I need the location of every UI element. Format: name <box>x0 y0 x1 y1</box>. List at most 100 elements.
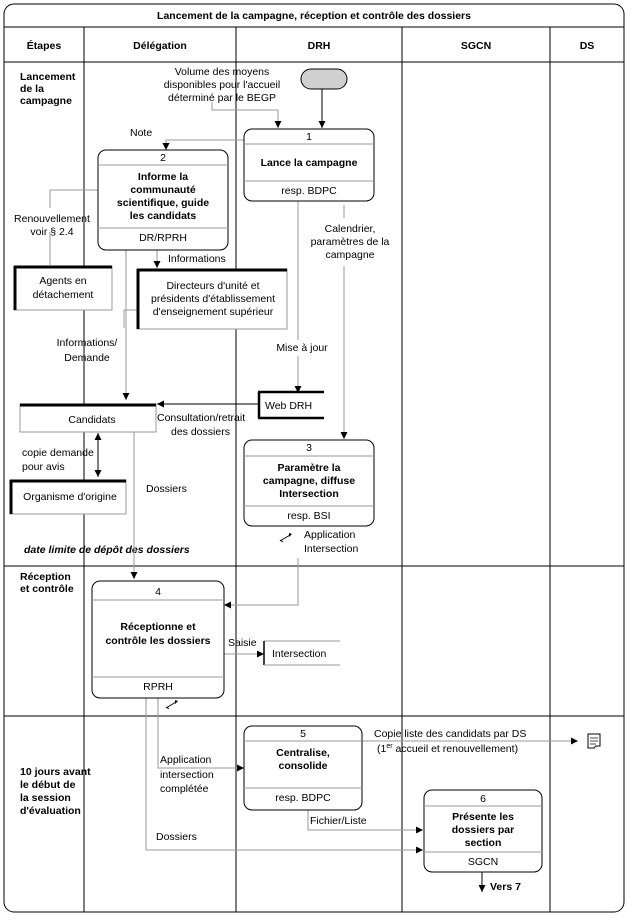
pen-icon <box>279 533 292 543</box>
svg-text:campagne: campagne <box>20 95 72 107</box>
step-number: 1 <box>306 131 312 143</box>
step-2-box: 2 Informe la communauté scientifique, gu… <box>97 149 229 251</box>
svg-text:Application: Application <box>304 529 356 541</box>
step-number: 5 <box>300 728 306 740</box>
step-responsible: SGCN <box>468 856 498 868</box>
start-terminal <box>300 68 348 90</box>
label-note: Note <box>130 127 152 139</box>
column-header-sgcn: SGCN <box>461 40 491 52</box>
svg-text:Web DRH: Web DRH <box>265 400 312 412</box>
svg-text:Intersection: Intersection <box>304 543 358 555</box>
svg-text:consolide: consolide <box>278 760 327 772</box>
label-volume-moyens: Volume des moyens disponibles pour l'acc… <box>164 66 280 104</box>
svg-text:de la: de la <box>20 83 44 95</box>
step-responsible: resp. BDPC <box>275 792 331 804</box>
step-6-box: 6 Présente les dossiers par section SGCN <box>423 789 543 873</box>
svg-text:Calendrier,: Calendrier, <box>325 223 376 235</box>
svg-text:présidents d'établissement: présidents d'établissement <box>151 293 275 305</box>
svg-text:Lancement: Lancement <box>20 71 76 83</box>
svg-text:les candidats: les candidats <box>130 210 197 222</box>
svg-text:d'enseignement supérieur: d'enseignement supérieur <box>153 306 274 318</box>
svg-text:Intersection: Intersection <box>279 488 339 500</box>
svg-text:Réception: Réception <box>20 571 71 583</box>
step-responsible: resp. BSI <box>287 510 330 522</box>
svg-text:intersection: intersection <box>160 769 214 781</box>
svg-text:Copie liste des candidats par: Copie liste des candidats par DS <box>374 728 526 740</box>
svg-text:communauté: communauté <box>130 184 196 196</box>
svg-text:campagne: campagne <box>325 249 374 261</box>
label-copie-demande: copie demande pour avis <box>22 447 94 473</box>
svg-text:Informations/: Informations/ <box>57 337 118 349</box>
svg-text:Organisme d'origine: Organisme d'origine <box>23 491 117 503</box>
step-5-box: 5 Centralise, consolide resp. BDPC <box>243 725 363 811</box>
step-title: Présente les <box>452 811 514 823</box>
svg-text:détachement: détachement <box>33 289 94 301</box>
phase-lancement: Lancement de la campagne <box>20 71 76 107</box>
label-dossiers-2: Dossiers <box>156 831 197 843</box>
step-title: Informe la <box>138 171 188 183</box>
svg-text:la session: la session <box>20 792 71 804</box>
svg-text:Consultation/retrait: Consultation/retrait <box>157 412 245 424</box>
label-vers-7: Vers 7 <box>490 881 521 893</box>
store-agents-detachement: Agents en détachement <box>13 265 113 311</box>
step-1-box: 1 Lance la campagne resp. BDPC <box>243 128 375 202</box>
svg-text:Candidats: Candidats <box>68 414 115 426</box>
svg-text:Application: Application <box>160 754 212 766</box>
svg-text:complétée: complétée <box>160 783 209 795</box>
store-candidats: Candidats <box>19 403 157 433</box>
column-header-delegation: Délégation <box>133 40 187 52</box>
label-application-completee: Application intersection complétée <box>160 754 214 795</box>
svg-text:copie demande: copie demande <box>22 447 94 459</box>
column-header-ds: DS <box>580 40 595 52</box>
store-directeurs: Directeurs d'unité et présidents d'établ… <box>136 268 288 330</box>
step-title: Lance la campagne <box>261 157 358 169</box>
label-consultation: Consultation/retrait des dossiers <box>157 412 245 438</box>
label-fichier-liste: Fichier/Liste <box>310 815 367 827</box>
step-responsible: DR/RPRH <box>139 232 187 244</box>
step-title: Réceptionne et <box>120 621 196 633</box>
step-3-box: 3 Paramètre la campagne, diffuse Interse… <box>243 439 375 527</box>
pen-icon <box>165 700 178 710</box>
step-title: Paramètre la <box>277 462 340 474</box>
step-number: 3 <box>306 442 312 454</box>
document-icon <box>587 733 601 749</box>
svg-text:scientifique, guide: scientifique, guide <box>117 197 209 209</box>
step-number: 6 <box>480 793 486 805</box>
label-application-intersection: Application Intersection <box>304 529 358 555</box>
svg-text:section: section <box>465 837 502 849</box>
column-header-drh: DRH <box>308 40 331 52</box>
svg-text:Intersection: Intersection <box>272 648 326 660</box>
label-saisie: Saisie <box>228 637 257 649</box>
svg-text:dossiers par: dossiers par <box>452 824 514 836</box>
diagram-title: Lancement de la campagne, réception et c… <box>157 10 471 22</box>
label-calendrier: Calendrier, paramètres de la campagne <box>311 223 390 261</box>
connectors <box>49 102 578 854</box>
step-4-box: 4 Réceptionne et contrôle les dossiers R… <box>91 580 225 699</box>
label-mise-a-jour: Mise à jour <box>276 342 328 354</box>
label-dossiers: Dossiers <box>146 483 187 495</box>
column-header-etapes: Étapes <box>27 39 62 52</box>
step-number: 4 <box>155 586 161 598</box>
phase-session: 10 jours avant le début de la session d'… <box>20 766 91 817</box>
svg-text:Directeurs d'unité et: Directeurs d'unité et <box>166 280 259 292</box>
svg-text:contrôle les dossiers: contrôle les dossiers <box>105 635 210 647</box>
svg-text:(1er accueil et renouvellement: (1er accueil et renouvellement) <box>377 743 518 755</box>
svg-text:disponibles pour l'accueil: disponibles pour l'accueil <box>164 79 280 91</box>
phase-reception: Réception et contrôle <box>20 571 74 595</box>
store-intersection: Intersection <box>263 640 340 666</box>
label-renouvellement: Renouvellement voir § 2.4 <box>14 213 90 238</box>
step-title: Centralise, <box>276 747 330 759</box>
svg-text:Volume des moyens: Volume des moyens <box>175 66 270 78</box>
step-responsible: RPRH <box>143 681 173 693</box>
black-connectors <box>94 89 486 892</box>
svg-text:Agents en: Agents en <box>39 275 86 287</box>
svg-text:pour avis: pour avis <box>22 461 65 473</box>
svg-text:paramètres de la: paramètres de la <box>311 236 390 248</box>
store-web-drh: Web DRH <box>257 390 324 420</box>
label-copie-liste: Copie liste des candidats par DS (1er ac… <box>374 728 526 755</box>
label-informations: Informations <box>168 253 226 265</box>
svg-text:des dossiers: des dossiers <box>171 426 230 438</box>
deadline-label: date limite de dépôt des dossiers <box>24 544 190 556</box>
svg-text:le début de: le début de <box>20 779 76 791</box>
